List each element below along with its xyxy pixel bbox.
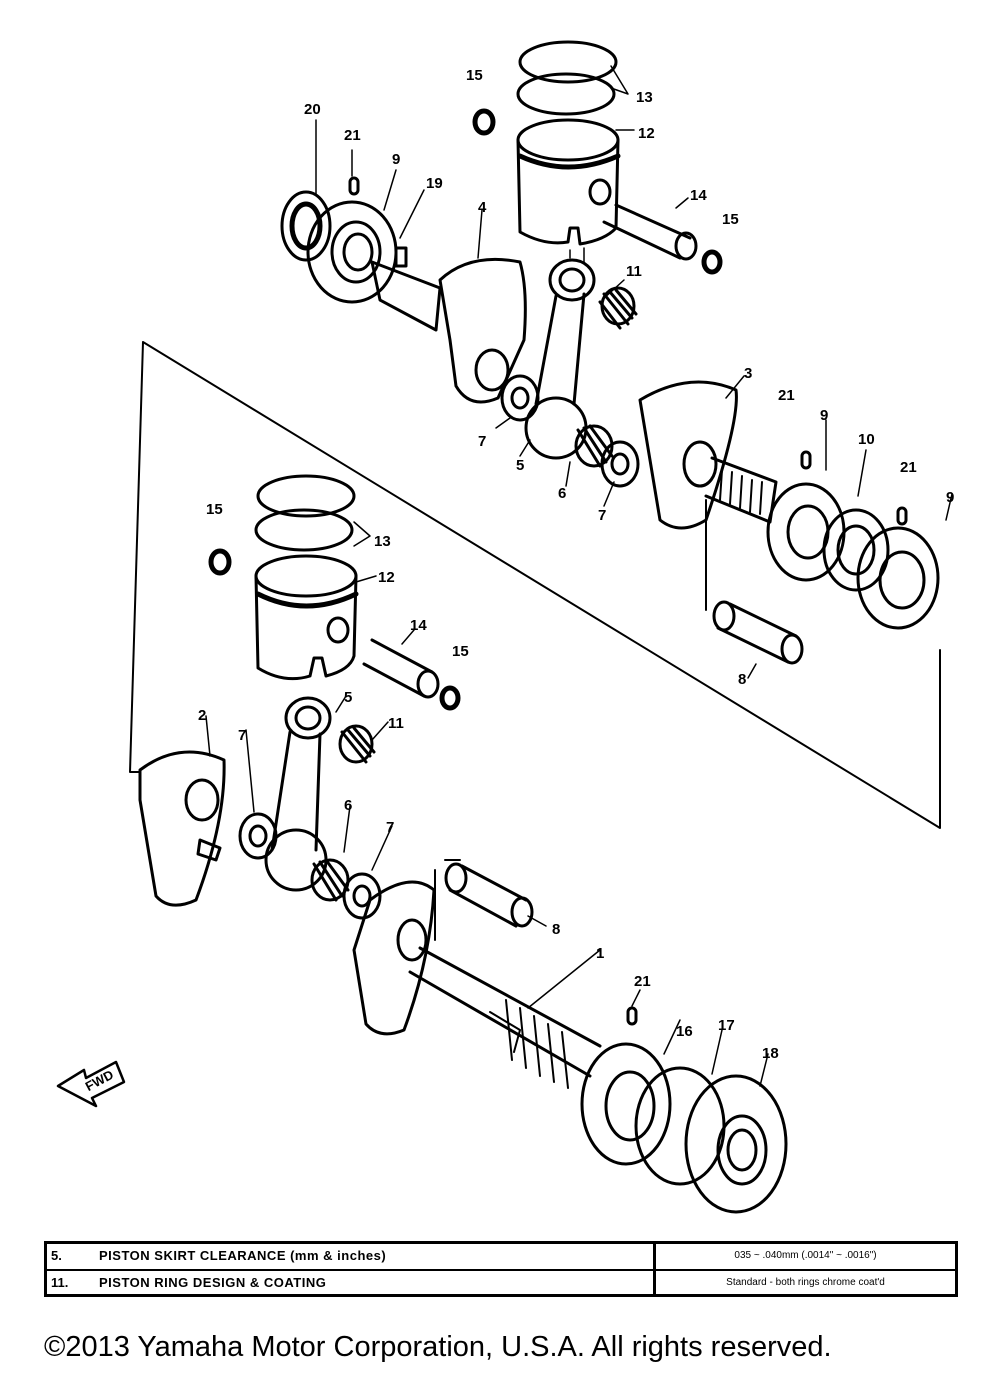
piston-ring	[256, 474, 356, 518]
callout-9: 9	[820, 407, 828, 424]
connecting-rod	[524, 258, 596, 460]
piston-pin-clip	[701, 249, 723, 275]
callout-5: 5	[516, 457, 524, 474]
callout-19: 19	[426, 175, 443, 192]
crank-pin	[712, 600, 804, 665]
callout-3: 3	[744, 365, 752, 382]
oil-seal	[280, 190, 332, 262]
piston-ring	[254, 508, 354, 552]
small-end-bearing	[598, 286, 638, 330]
callout-12: 12	[378, 569, 395, 586]
callout-2: 2	[198, 707, 206, 724]
callout-1: 1	[596, 945, 604, 962]
spec-row-value: 035 ~ .040mm (.0014" ~ .0016")	[653, 1244, 955, 1269]
key	[394, 246, 408, 268]
callout-11: 11	[626, 263, 642, 280]
oil-seal	[684, 1074, 788, 1214]
thrust-washer	[342, 872, 382, 920]
callout-14: 14	[690, 187, 707, 204]
crank-half	[638, 380, 778, 530]
labyrinth-seal	[822, 508, 890, 592]
callout-21: 21	[344, 127, 361, 144]
piston-pin	[362, 638, 440, 699]
callout-15: 15	[722, 211, 739, 228]
callout-17: 17	[718, 1017, 735, 1034]
spec-row-number: 11.	[51, 1275, 69, 1290]
callout-12: 12	[638, 125, 655, 142]
callout-6: 6	[344, 797, 352, 814]
callout-7: 7	[238, 727, 246, 744]
callout-20: 20	[304, 101, 321, 118]
callout-14: 14	[410, 617, 427, 634]
callout-13: 13	[374, 533, 391, 550]
piston-ring	[516, 72, 616, 116]
callout-4: 4	[478, 199, 487, 216]
big-end-bearing	[310, 858, 350, 902]
main-bearing	[580, 1042, 672, 1166]
thrust-washer	[238, 812, 278, 860]
crank-bearing	[856, 526, 940, 630]
callout-18: 18	[762, 1045, 779, 1062]
spec-row-label: PISTON RING DESIGN & COATING	[99, 1275, 327, 1290]
exploded-parts-diagram: 13 15 12 20 21 9 19 4 14 15 11 3 21 9 10…	[56, 40, 954, 1214]
callout-7: 7	[598, 507, 606, 524]
callout-21: 21	[634, 973, 651, 990]
callout-15: 15	[466, 67, 483, 84]
spec-row-label: PISTON SKIRT CLEARANCE (mm & inches)	[99, 1248, 387, 1263]
fwd-label: FWD	[83, 1067, 116, 1094]
piston-pin-clip	[472, 108, 496, 136]
piston-pin-clip	[439, 685, 461, 711]
dowel-pin	[626, 1006, 638, 1026]
crank-pin	[444, 862, 534, 928]
spec-row-value: Standard - both rings chrome coat'd	[653, 1271, 955, 1296]
big-end-bearing	[574, 424, 614, 468]
dowel-pin	[348, 176, 360, 196]
small-end-bearing	[338, 724, 376, 764]
spec-row: 5. PISTON SKIRT CLEARANCE (mm & inches) …	[47, 1244, 955, 1271]
dowel-pin	[800, 450, 812, 470]
dowel-pin	[896, 506, 908, 526]
callout-21: 21	[778, 387, 795, 404]
callout-8: 8	[738, 671, 746, 688]
spec-table: 5. PISTON SKIRT CLEARANCE (mm & inches) …	[44, 1241, 958, 1297]
leader-lines	[205, 65, 953, 1087]
crank-half	[352, 880, 602, 1089]
fwd-arrow-icon	[56, 1060, 126, 1108]
callout-11: 11	[388, 715, 404, 732]
callout-21: 21	[900, 459, 917, 476]
crank-half	[370, 257, 527, 404]
callout-15: 15	[452, 643, 469, 660]
thrust-washer	[500, 374, 540, 422]
piston-ring	[518, 40, 618, 84]
callout-6: 6	[558, 485, 566, 502]
callout-7: 7	[386, 819, 394, 836]
callout-10: 10	[858, 431, 875, 448]
copyright-notice: ©2013 Yamaha Motor Corporation, U.S.A. A…	[44, 1331, 832, 1363]
callout-9: 9	[946, 489, 954, 506]
piston-pin	[602, 203, 698, 261]
spec-row-number: 5.	[51, 1248, 62, 1263]
callout-13: 13	[636, 89, 653, 106]
crank-half	[138, 750, 226, 907]
callout-15: 15	[206, 501, 223, 518]
callout-8: 8	[552, 921, 560, 938]
callout-7: 7	[478, 433, 486, 450]
callout-16: 16	[676, 1023, 693, 1040]
callout-9: 9	[392, 151, 400, 168]
spec-row: 11. PISTON RING DESIGN & COATING Standar…	[47, 1271, 955, 1296]
boundary-line	[129, 341, 941, 941]
piston	[254, 554, 359, 681]
callout-5: 5	[344, 689, 352, 706]
piston-pin-clip	[208, 548, 232, 576]
crank-bearing	[766, 482, 846, 582]
piston	[516, 118, 621, 246]
